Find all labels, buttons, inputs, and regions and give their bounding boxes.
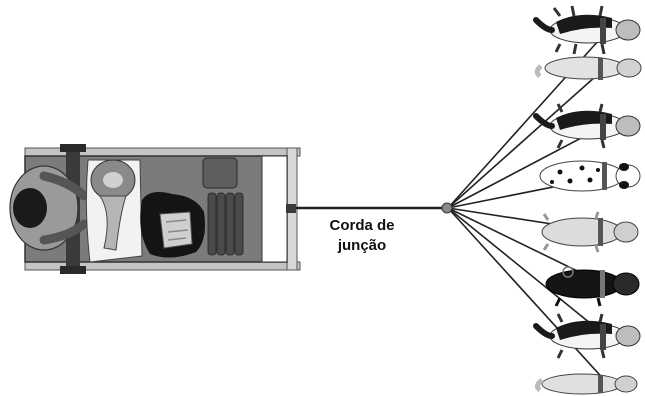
dog-7: [533, 313, 641, 359]
rope-knot: [441, 202, 453, 214]
cargo-ham: [85, 159, 143, 263]
cargo-sack: [140, 192, 205, 258]
dog-4: [539, 160, 641, 192]
cargo-box: [202, 157, 238, 189]
dog-3: [533, 103, 641, 149]
dog-2: [534, 56, 642, 80]
dog-8: [534, 373, 638, 395]
dog-6: [545, 266, 640, 307]
sled-handle-bottom: [60, 266, 86, 274]
cargo-logs: [207, 192, 244, 256]
sled-handle-top: [60, 144, 86, 152]
sled-front-gap: [261, 155, 288, 263]
rope-label-line2: junção: [337, 237, 386, 254]
dog-5: [541, 211, 639, 253]
musher: [9, 165, 89, 251]
sled-rope-clip: [286, 204, 296, 213]
dog-1: [533, 5, 641, 55]
sled: [9, 144, 301, 274]
rope-label-line1: Corda de: [329, 217, 394, 234]
